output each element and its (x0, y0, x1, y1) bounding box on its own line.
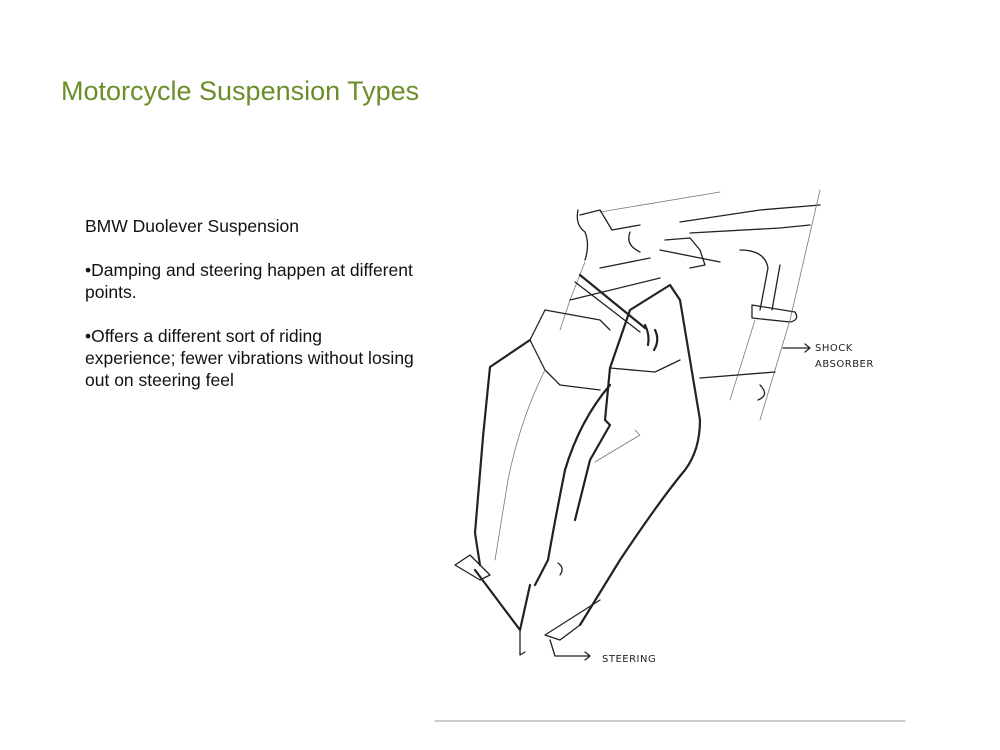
section-heading: BMW Duolever Suspension (85, 216, 299, 236)
slide-title: Motorcycle Suspension Types (61, 76, 420, 106)
bullet-item: •Offers a different sort of riding exper… (85, 326, 414, 390)
bullet-item: •Damping and steering happen at differen… (85, 260, 413, 302)
slide-body: BMW Duolever Suspension •Damping and ste… (85, 215, 415, 413)
shock-absorber-label-line2: ABSORBER (815, 359, 874, 370)
steering-label: STEERING (602, 654, 656, 665)
shock-absorber-label-line1: SHOCK (815, 343, 853, 354)
